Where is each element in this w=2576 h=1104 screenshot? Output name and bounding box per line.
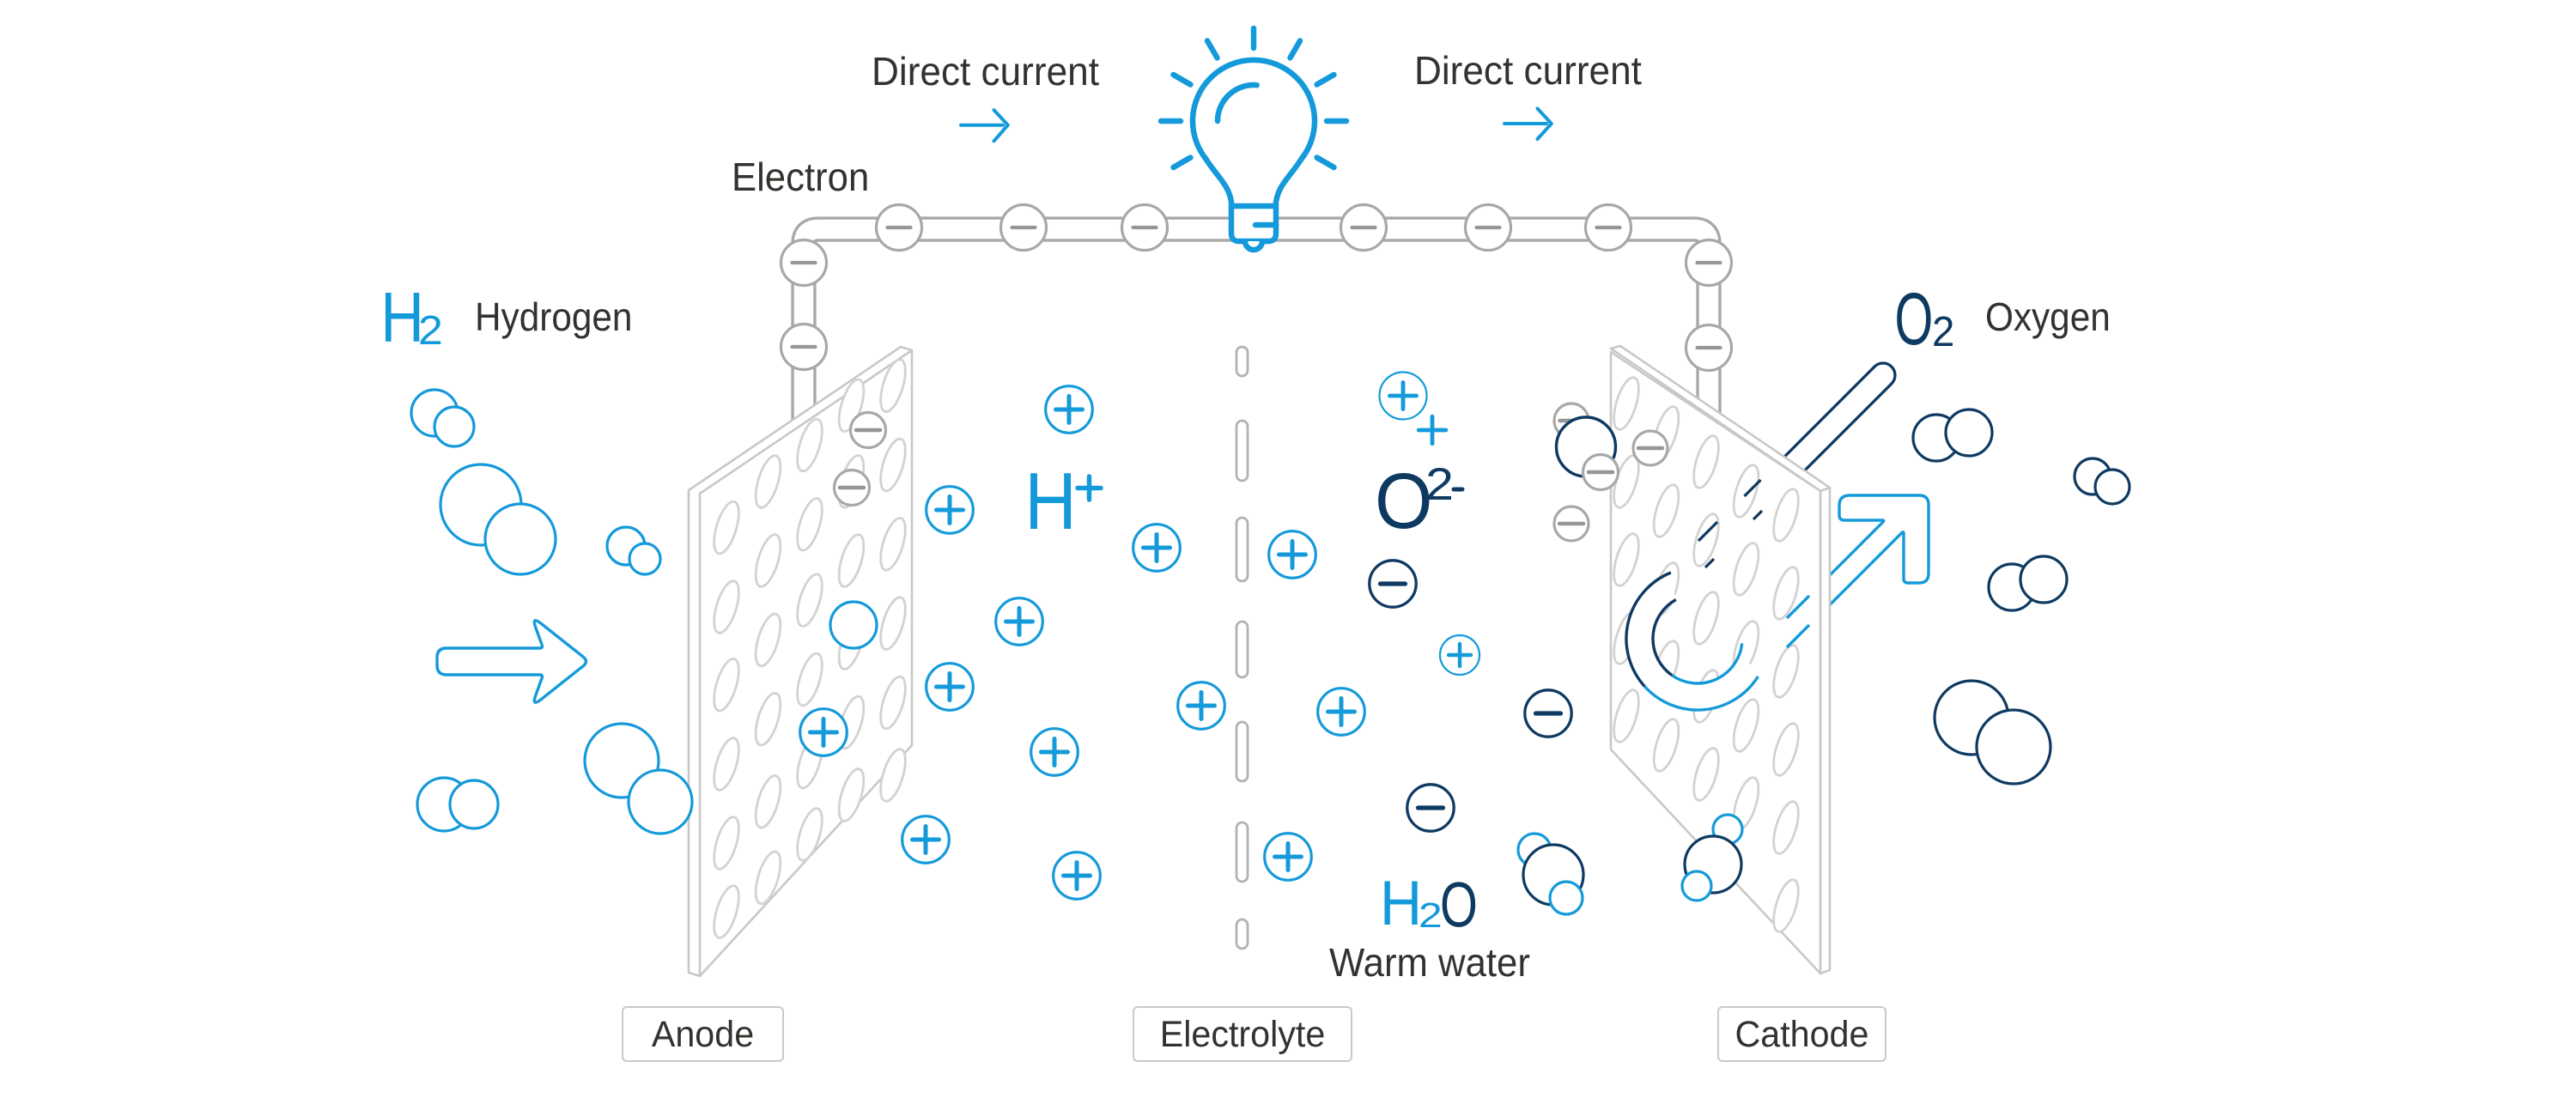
svg-text:Oxygen: Oxygen: [1985, 295, 2111, 339]
svg-text:O: O: [1440, 869, 1478, 940]
svg-text:Direct current: Direct current: [1414, 48, 1642, 93]
svg-text:Direct current: Direct current: [872, 49, 1099, 94]
svg-text:Hydrogen: Hydrogen: [475, 295, 632, 339]
svg-text:O: O: [1895, 277, 1934, 360]
svg-text:H: H: [1380, 869, 1422, 939]
svg-text:O: O: [1375, 457, 1433, 545]
svg-text:2: 2: [1425, 458, 1454, 509]
svg-text:2: 2: [1932, 308, 1954, 355]
svg-text:H: H: [380, 279, 424, 358]
svg-text:Cathode: Cathode: [1735, 1013, 1868, 1054]
svg-text:H: H: [1024, 456, 1077, 546]
svg-text:Warm water: Warm water: [1329, 940, 1530, 985]
svg-text:2: 2: [418, 307, 443, 354]
svg-text:Electrolyte: Electrolyte: [1160, 1013, 1326, 1054]
svg-text:Anode: Anode: [652, 1013, 754, 1054]
svg-text:2: 2: [1419, 895, 1443, 934]
svg-text:Electron: Electron: [732, 155, 869, 199]
